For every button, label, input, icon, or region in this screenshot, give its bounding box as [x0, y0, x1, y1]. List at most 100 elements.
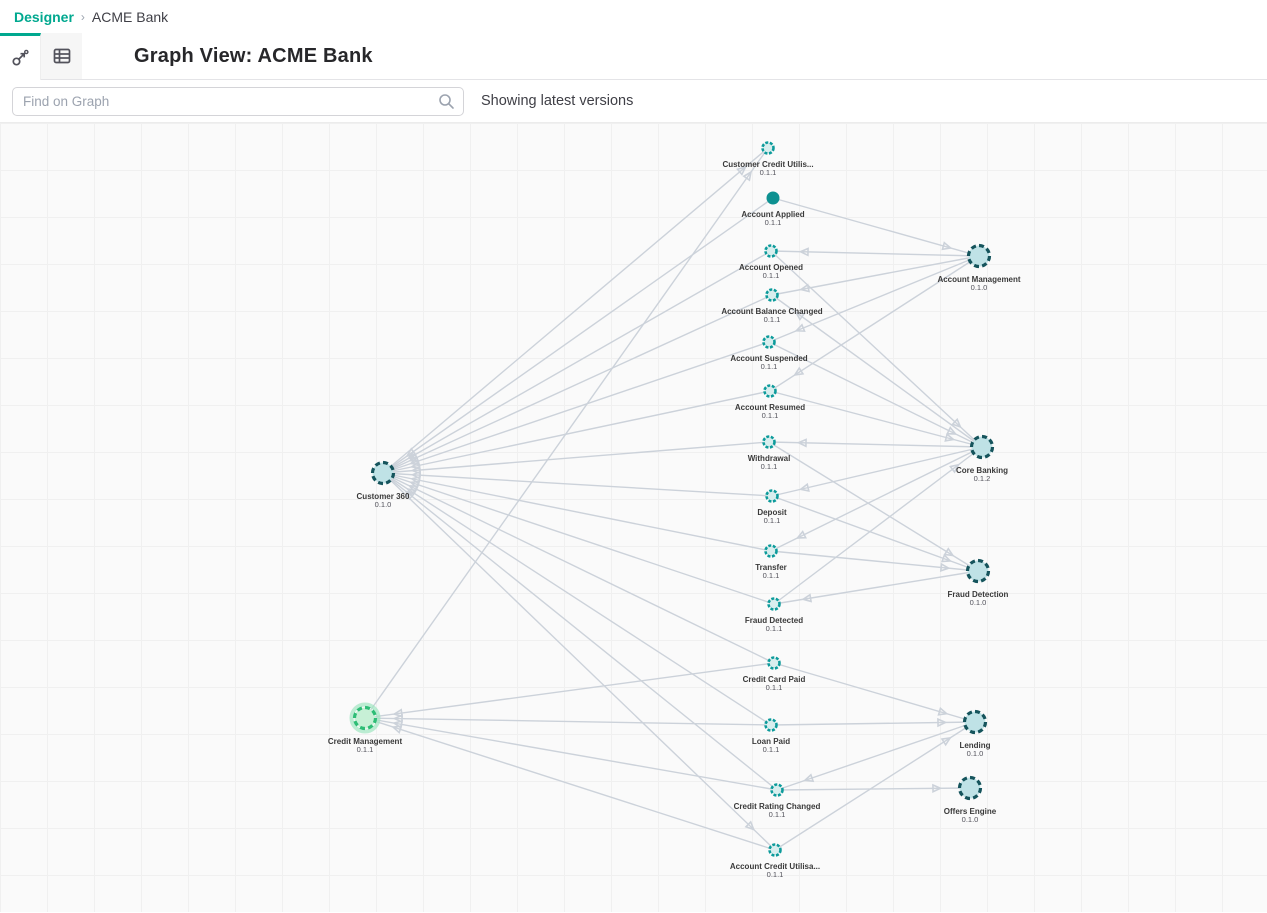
graph-edge: [364, 662, 775, 719]
graph-edge: [382, 472, 772, 726]
graph-edge: [364, 717, 776, 851]
graph-edge: [772, 197, 980, 257]
node-version: 0.1.1: [766, 683, 783, 692]
graph-edge: [774, 721, 976, 851]
graph-edge: [771, 495, 979, 572]
graph-node-customer-credit-utilisation[interactable]: Customer Credit Utilis...0.1.1: [722, 141, 814, 178]
search-icon: [438, 93, 455, 115]
node-label: Credit Card Paid: [743, 675, 806, 684]
node-version: 0.1.1: [763, 745, 780, 754]
graph-edge: [771, 294, 983, 448]
node-version: 0.1.1: [761, 362, 778, 371]
node-label: Fraud Detected: [745, 616, 803, 625]
breadcrumb-designer-link[interactable]: Designer: [14, 8, 74, 25]
node-version: 0.1.1: [766, 624, 783, 633]
graph-edge: [768, 441, 979, 572]
graph-edge: [771, 255, 980, 296]
tab-table-view[interactable]: [41, 33, 82, 79]
node-label: Credit Rating Changed: [734, 802, 821, 811]
chevron-right-icon: ›: [80, 9, 85, 24]
node-version: 0.1.1: [764, 516, 781, 525]
graph-edge: [364, 147, 769, 719]
graph-node-account-credit-utilisation[interactable]: Account Credit Utilisa...0.1.1: [730, 843, 820, 880]
node-label: Deposit: [757, 508, 787, 517]
graph-edge: [364, 717, 778, 791]
node-version: 0.1.1: [763, 271, 780, 280]
graph-search: [12, 86, 464, 116]
node-version: 0.1.1: [769, 810, 786, 819]
graph-edge: [382, 472, 778, 791]
graph-edge: [768, 341, 983, 448]
graph-edge: [771, 446, 983, 497]
graph-edge: [770, 717, 976, 728]
page-title: Graph View: ACME Bank: [134, 44, 373, 67]
node-label: Account Balance Changed: [721, 307, 822, 316]
node-label: Transfer: [755, 563, 787, 572]
node-version: 0.1.2: [974, 474, 991, 483]
search-input[interactable]: [12, 86, 464, 116]
node-label: Loan Paid: [752, 737, 790, 746]
node-label: Credit Management: [328, 737, 403, 746]
node-label: Core Banking: [956, 466, 1008, 475]
graph-edge: [382, 341, 770, 474]
graph-edge: [382, 472, 775, 664]
node-label: Offers Engine: [944, 807, 997, 816]
graph-edge: [382, 147, 769, 474]
node-version: 0.1.1: [357, 745, 374, 754]
graph-edge: [382, 250, 772, 474]
graph-edge: [776, 783, 971, 794]
breadcrumb-current: ACME Bank: [91, 8, 169, 25]
graph-edge: [768, 255, 980, 343]
node-version: 0.1.0: [962, 815, 979, 824]
node-label: Withdrawal: [748, 454, 791, 463]
graph-edge: [768, 438, 983, 448]
graph-edge: [769, 390, 983, 448]
node-label: Customer 360: [357, 492, 410, 501]
node-label: Account Suspended: [730, 354, 807, 363]
node-version: 0.1.1: [761, 462, 778, 471]
tab-bar: Graph View: ACME Bank: [0, 33, 1267, 80]
graph-edge: [770, 250, 983, 448]
graph-edge: [382, 470, 773, 497]
table-view-icon: [52, 46, 72, 66]
graph-edge: [770, 247, 980, 257]
node-version: 0.1.1: [763, 571, 780, 580]
tab-graph-view[interactable]: [0, 33, 41, 80]
node-version: 0.1.0: [375, 500, 392, 509]
node-version: 0.1.1: [764, 315, 781, 324]
graph-edge: [382, 390, 771, 474]
graph-edge: [776, 721, 976, 791]
node-version: 0.1.0: [971, 283, 988, 292]
graph-edge: [382, 441, 770, 475]
node-label: Account Opened: [739, 263, 803, 272]
graph-edge: [770, 446, 983, 552]
graph-edge: [773, 662, 976, 723]
node-label: Customer Credit Utilis...: [722, 160, 813, 169]
node-version: 0.1.1: [767, 870, 784, 879]
node-label: Fraud Detection: [948, 590, 1009, 599]
graph-edge: [364, 714, 772, 726]
graph-edge: [382, 472, 775, 605]
graph-edge: [773, 446, 983, 605]
